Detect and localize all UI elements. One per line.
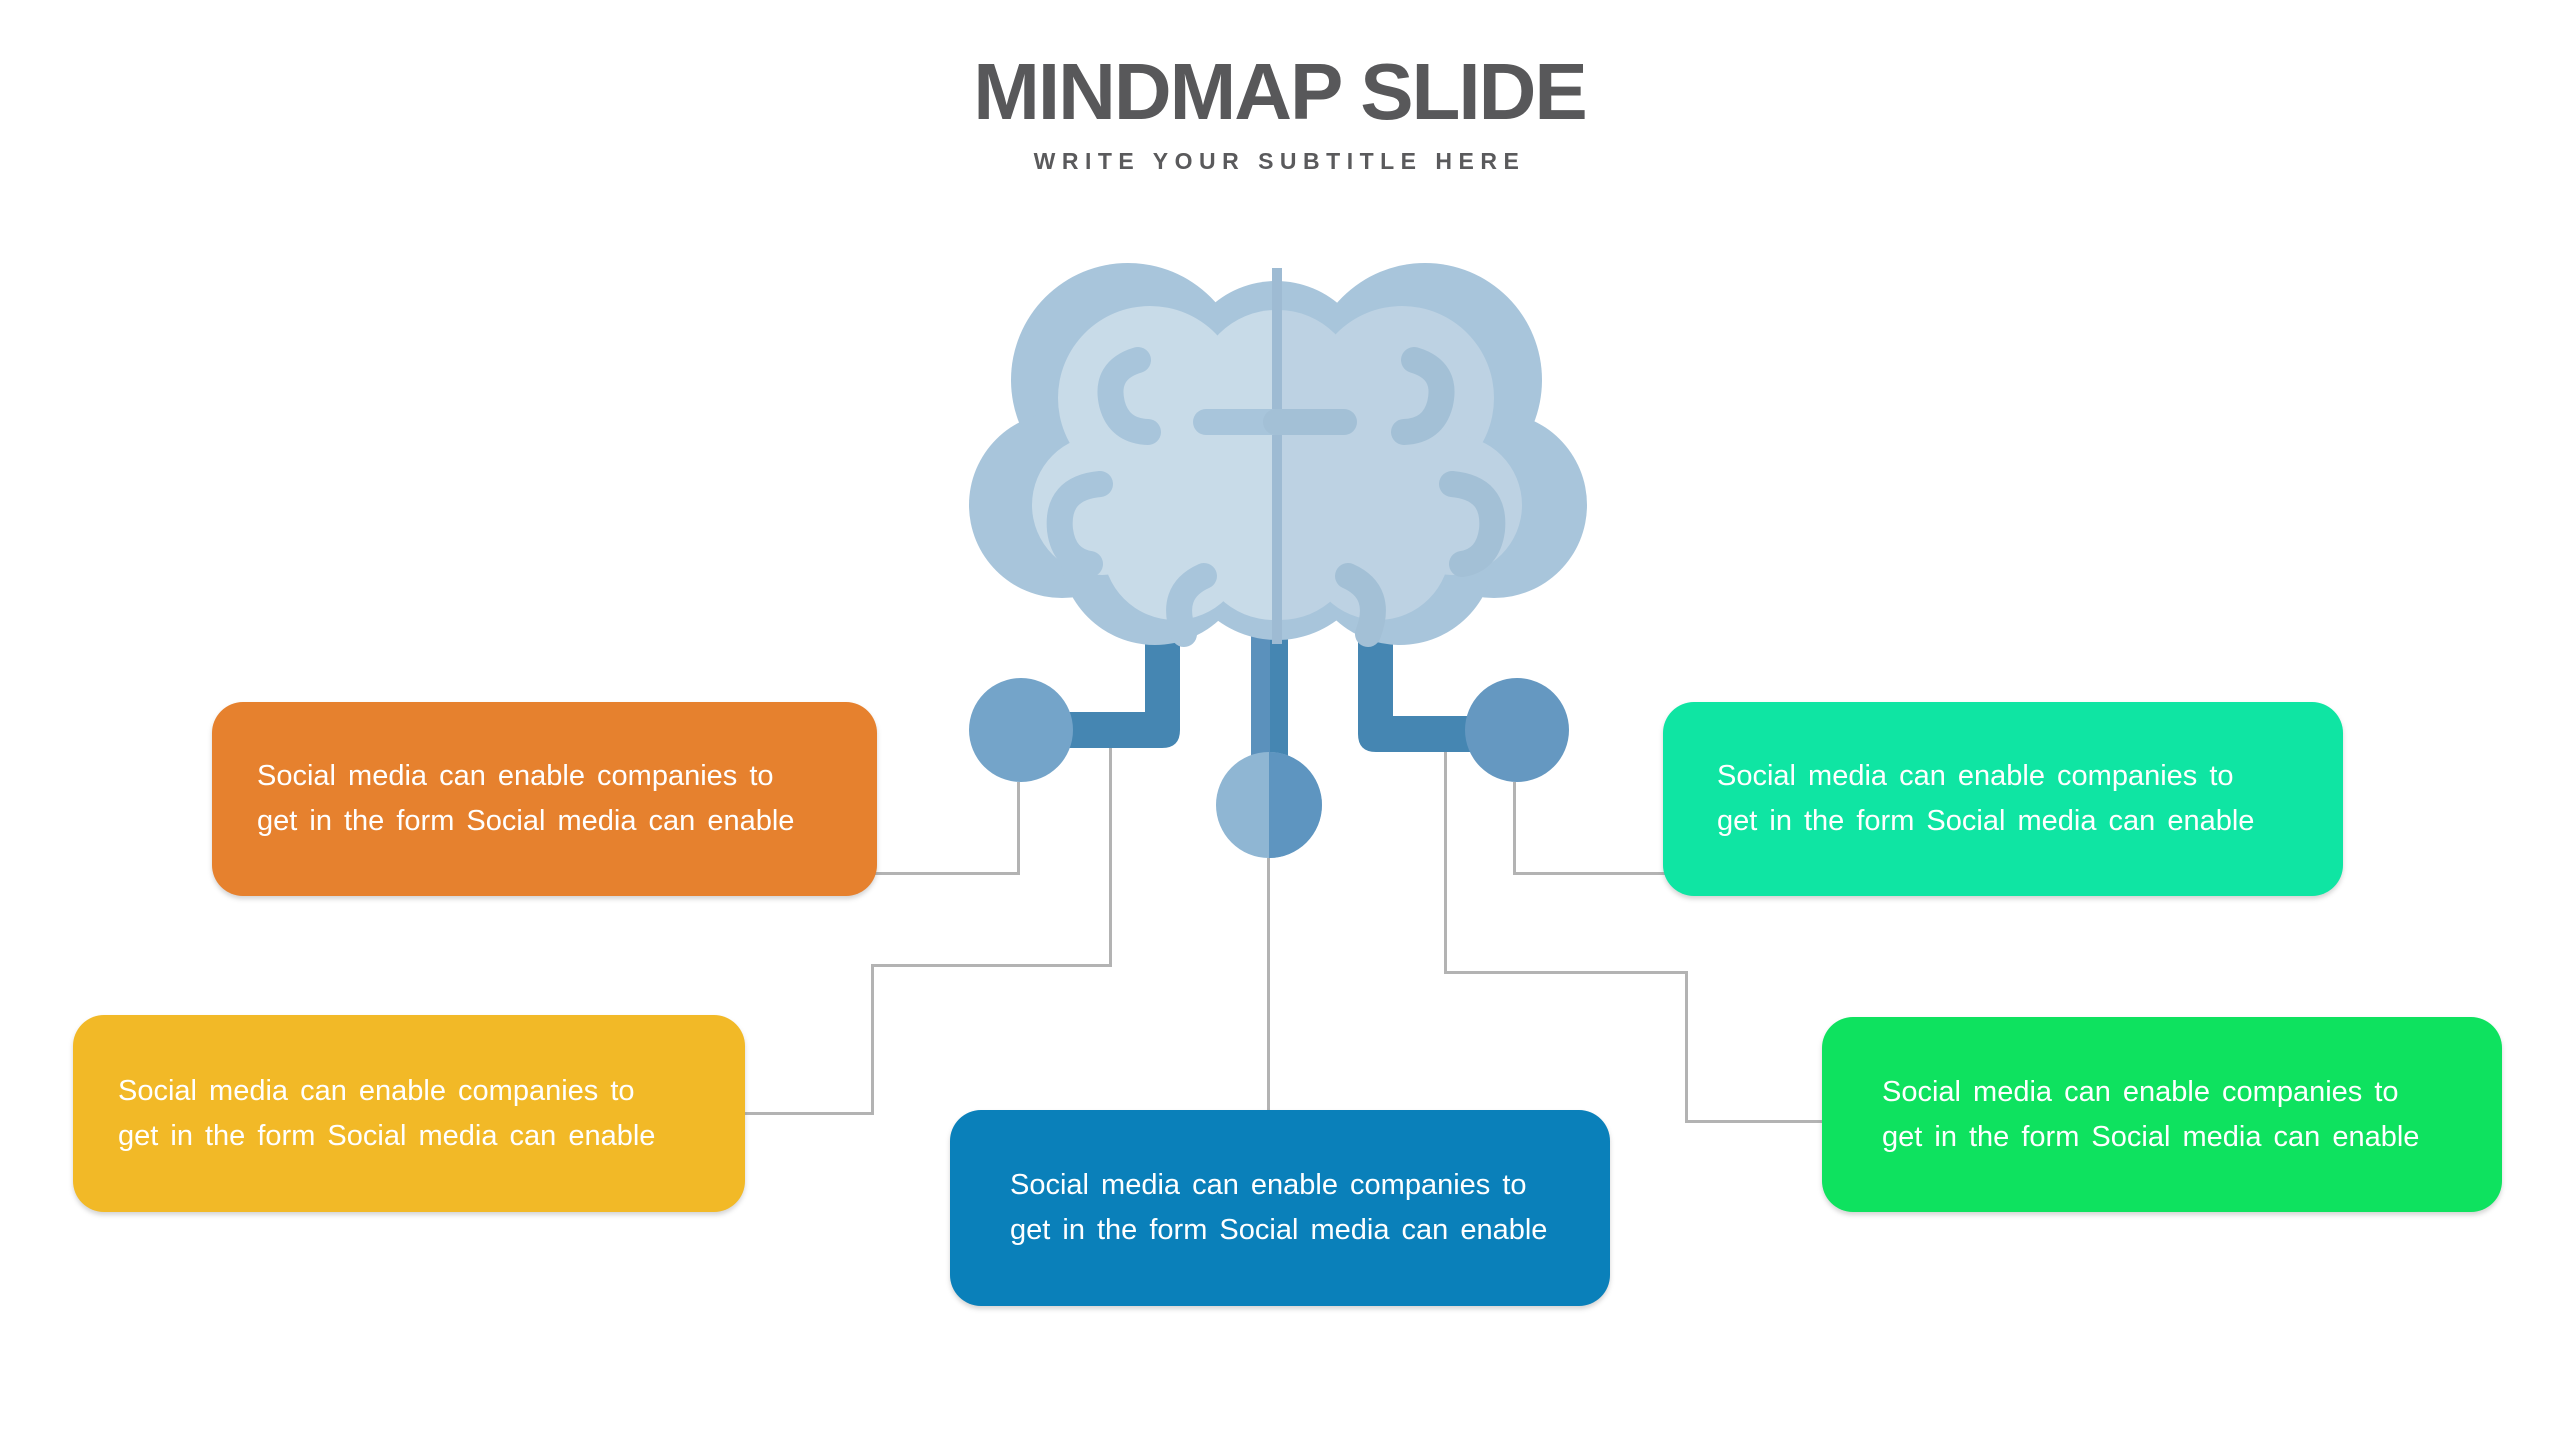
node-text-line1: Social media can enable companies to xyxy=(257,760,774,792)
connector-line-right-lower-vertical xyxy=(1685,971,1688,1123)
connector-line-right-circle-vertical xyxy=(1513,782,1516,875)
node-text-line1: Social media can enable companies to xyxy=(1717,760,2234,792)
mindmap-node-orange[interactable]: Social media can enable companies to get… xyxy=(212,702,877,896)
node-text-line2: get in the form Social media can enable xyxy=(1882,1120,2420,1153)
connector-line-right-elbow-horizontal xyxy=(1446,971,1688,974)
page-subtitle: WRITE YOUR SUBTITLE HERE xyxy=(1033,148,1526,174)
node-text-line2: get in the form Social media can enable xyxy=(257,805,795,837)
connector-line-into-yellow-box xyxy=(745,1112,874,1115)
page-title: MINDMAP SLIDE xyxy=(973,47,1588,136)
brain-squiggles-right xyxy=(1263,347,1506,647)
node-text-line1: Social media can enable companies to xyxy=(1882,1075,2399,1108)
brain-icon xyxy=(969,263,1587,858)
node-text-line2: get in the form Social media can enable xyxy=(1717,805,2255,837)
mindmap-node-blue[interactable]: Social media can enable companies to get… xyxy=(950,1110,1610,1306)
mindmap-node-green[interactable]: Social media can enable companies to get… xyxy=(1822,1017,2502,1212)
connector-line-into-teal-box xyxy=(1515,872,1665,875)
center-node-circle-shade xyxy=(1269,752,1322,858)
center-stem-dark-half xyxy=(1270,605,1288,770)
mindmap-node-teal[interactable]: Social media can enable companies to get… xyxy=(1663,702,2343,896)
node-text-line1: Social media can enable companies to xyxy=(1010,1169,1527,1201)
connector-line-right-elbow-vertical xyxy=(1444,752,1447,974)
connector-line-left-lower-vertical xyxy=(871,964,874,1115)
connector-line-left-elbow-horizontal xyxy=(871,964,1112,967)
brain-left-hemisphere xyxy=(1032,306,1277,620)
node-text-line1: Social media can enable companies to xyxy=(118,1074,635,1107)
connector-line-into-blue-box xyxy=(1267,858,1270,1112)
connector-line-into-green-box xyxy=(1687,1120,1824,1123)
brain-divider xyxy=(1272,268,1282,644)
connector-line-into-orange-box xyxy=(875,872,1020,875)
connector-line-left-elbow-vertical xyxy=(1109,748,1112,967)
right-node-circle xyxy=(1465,678,1569,782)
left-node-circle xyxy=(969,678,1073,782)
connector-line-left-circle-vertical xyxy=(1017,782,1020,875)
node-text-line2: get in the form Social media can enable xyxy=(118,1119,656,1152)
mindmap-node-yellow[interactable]: Social media can enable companies to get… xyxy=(73,1015,745,1212)
center-stem-light-half xyxy=(1251,605,1270,770)
node-text-line2: get in the form Social media can enable xyxy=(1010,1214,1548,1246)
